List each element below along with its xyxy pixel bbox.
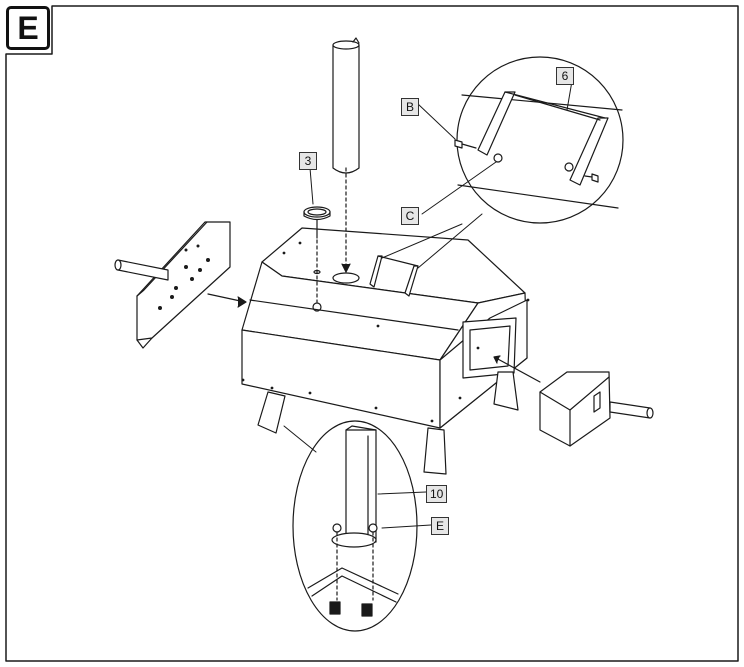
callout-leaders: [309, 80, 573, 529]
callout-hardware-e: E: [431, 517, 449, 535]
callout-hardware-c: C: [401, 207, 419, 225]
right-firebox: [493, 355, 654, 447]
foot-detail-ellipse: [283, 420, 418, 632]
callout-part-10: 10: [426, 485, 448, 503]
diagram-frame: [5, 5, 739, 662]
callout-part-6: 6: [556, 67, 574, 85]
chimney-pipe: [332, 37, 360, 273]
step-label: E: [6, 6, 50, 50]
oven-body: [241, 227, 530, 429]
thermometer: [303, 206, 331, 303]
oven-legs: [257, 371, 519, 475]
callout-hardware-b: B: [401, 98, 419, 116]
callout-part-3: 3: [299, 152, 317, 170]
handle-detail-circle: [381, 56, 624, 269]
left-side-panel: [114, 221, 247, 349]
